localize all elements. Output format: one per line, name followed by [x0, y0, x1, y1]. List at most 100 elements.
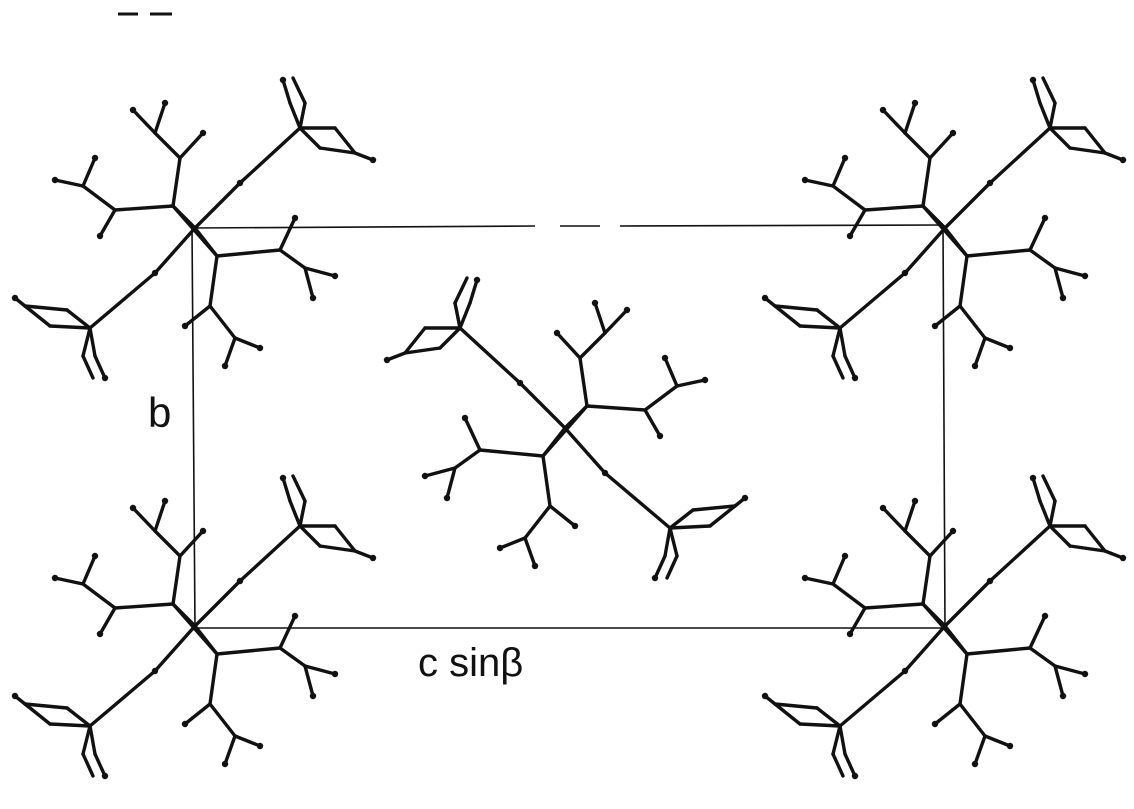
atom-dot [496, 544, 504, 552]
bond-line [1068, 146, 1107, 155]
bond-line [171, 204, 219, 258]
bond-line [183, 304, 212, 328]
bond-line [815, 308, 842, 330]
bond-line [663, 356, 679, 388]
bond-line [233, 734, 262, 748]
bond-line [803, 178, 835, 188]
bond-line [831, 354, 845, 380]
bond-line [463, 416, 482, 452]
atom-dot [199, 129, 207, 137]
bond-line [468, 278, 479, 305]
atom-dot [553, 329, 561, 337]
bond-line [983, 336, 1012, 350]
bond-line [171, 156, 182, 208]
bond-line [131, 506, 157, 533]
bond-line [93, 752, 107, 778]
bond-line [933, 702, 962, 726]
atom-dot [309, 692, 317, 700]
bond-line [863, 602, 925, 610]
atom-dot [801, 176, 809, 184]
bond-line [563, 426, 607, 475]
bond-line [965, 646, 1032, 656]
bond-line [903, 131, 932, 160]
bond-line [831, 156, 847, 188]
atom-dot [256, 344, 264, 352]
bond-line [318, 544, 357, 553]
bond-line [498, 536, 527, 550]
atom-dot [901, 667, 909, 675]
molecule [11, 76, 377, 382]
bond-line [1083, 126, 1107, 155]
bond-line [1053, 664, 1065, 698]
bond-line [803, 576, 835, 586]
atom-dot [51, 574, 59, 582]
atom-dot [1081, 272, 1089, 280]
bond-line [1038, 101, 1052, 130]
bond-line [843, 752, 857, 778]
atom-dot [971, 362, 979, 370]
bond-line [48, 324, 92, 330]
bond-line [333, 126, 357, 155]
bond-line [353, 151, 375, 162]
atom-dot [129, 106, 137, 114]
bond-line [81, 582, 117, 610]
bond-line [81, 724, 92, 756]
bond-line [603, 471, 672, 530]
atom-dot [949, 129, 957, 137]
bond-line [1053, 664, 1087, 676]
bond-line [773, 702, 819, 710]
bond-line [208, 652, 219, 706]
bond-line [523, 504, 552, 540]
atom-dot [1041, 612, 1049, 620]
atom-dot [473, 276, 481, 284]
bond-line [831, 582, 867, 610]
bond-line [933, 304, 962, 328]
bond-line [928, 529, 955, 558]
bond-line [65, 706, 92, 728]
bond-line [281, 78, 292, 105]
bond-line [691, 504, 737, 512]
unit-cell-top-left-edge [191, 225, 536, 229]
atom-dot [761, 294, 769, 302]
atom-dot [851, 374, 859, 382]
bond-line [881, 506, 907, 533]
bond-line [278, 646, 307, 668]
molecule [761, 76, 1127, 382]
atom-dot [1029, 76, 1037, 84]
bond-line [903, 101, 917, 135]
bond-line [353, 549, 375, 560]
bond-line [848, 606, 867, 636]
atom-dot [279, 474, 287, 482]
atom-dot [1119, 554, 1127, 562]
atom-dot [1006, 344, 1014, 352]
bond-line [53, 178, 85, 188]
atom-dot [151, 269, 159, 277]
atom-dot [986, 179, 994, 187]
bond-line [1048, 101, 1057, 130]
atom-dot [236, 577, 244, 585]
atom-dot [841, 154, 849, 162]
molecule [11, 474, 377, 780]
atom-dot [531, 562, 539, 570]
bond-line [1103, 549, 1125, 560]
bond-line [88, 724, 97, 756]
bond-line [153, 101, 167, 135]
bond-line [1031, 78, 1042, 105]
atom-dot [331, 670, 339, 678]
bond-line [578, 331, 607, 360]
bond-line [81, 156, 97, 188]
atom-dot [931, 322, 939, 330]
atom-dot [1059, 692, 1067, 700]
atom-dot [279, 76, 287, 84]
bond-line [1028, 248, 1057, 270]
molecule [761, 474, 1127, 780]
bond-line [65, 308, 92, 330]
atom-dot [986, 577, 994, 585]
bond-line [23, 702, 52, 726]
unit-cell-left-edge [191, 227, 196, 629]
bond-line [668, 508, 695, 530]
atom-dot [879, 106, 887, 114]
bond-line [831, 184, 867, 212]
bond-line [988, 524, 1052, 583]
